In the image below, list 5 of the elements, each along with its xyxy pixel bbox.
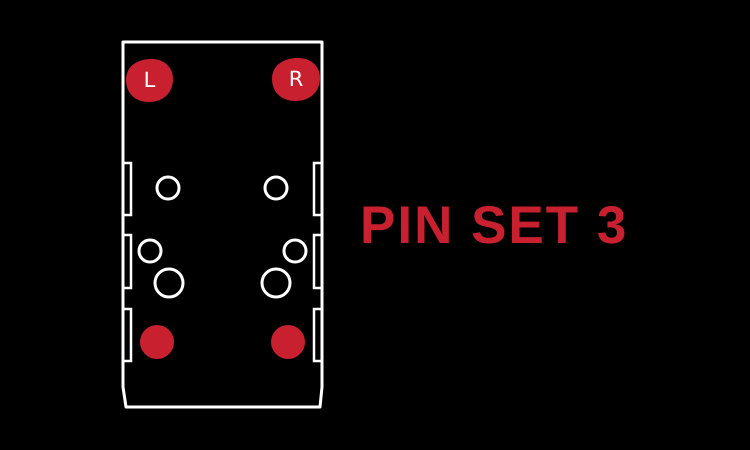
title-text: PIN SET 3 xyxy=(360,197,628,256)
side-marker-blob xyxy=(271,56,321,102)
side-letter: R xyxy=(288,68,304,90)
side-letter: L xyxy=(144,70,156,90)
side-marker-blob xyxy=(125,57,174,103)
